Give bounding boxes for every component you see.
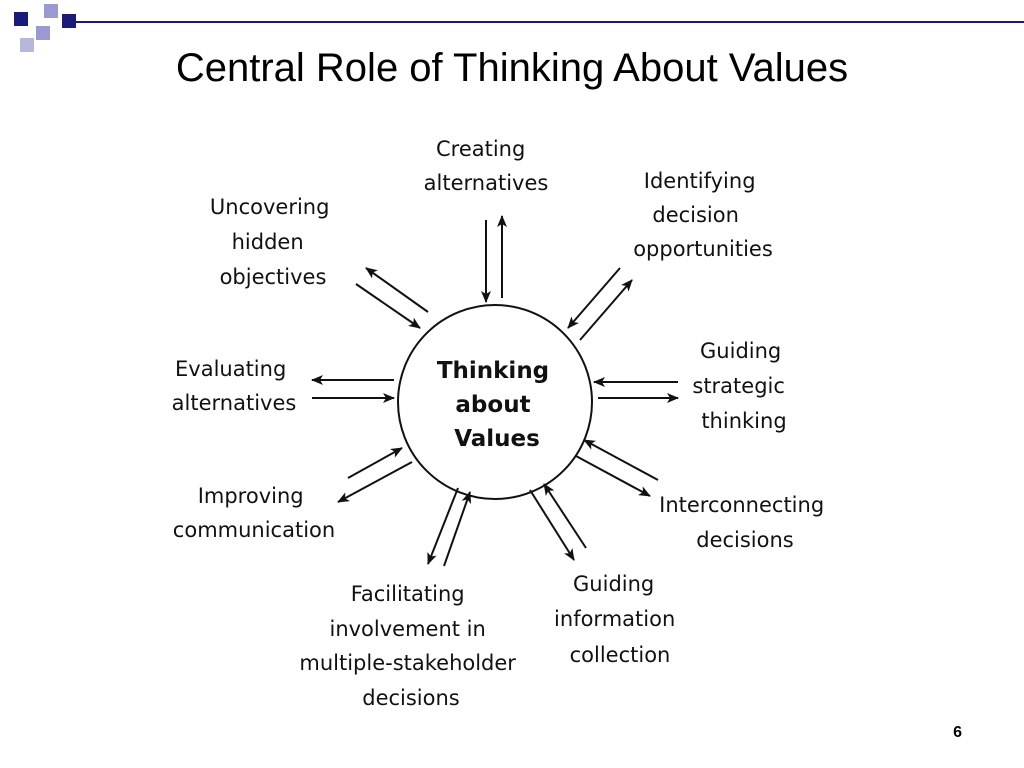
node-improving-communication: Improving communication bbox=[173, 484, 335, 542]
arrow-pair-communication bbox=[337, 447, 413, 503]
arrow-pair-facilitating bbox=[427, 487, 472, 567]
arrow-pair-strategic bbox=[593, 377, 679, 403]
node-interconnecting-decisions: Interconnecting decisions bbox=[659, 493, 831, 552]
center-label-line: Values bbox=[454, 426, 540, 452]
deco-square bbox=[36, 26, 50, 40]
arrow-pair-information bbox=[529, 483, 587, 561]
arrow-inward bbox=[567, 267, 621, 329]
node-guiding-strategic-thinking: Guiding strategic thinking bbox=[692, 339, 791, 433]
center-circle bbox=[397, 304, 593, 500]
node-creating-alternatives: Creating alternatives bbox=[424, 137, 549, 195]
node-evaluating-alternatives: Evaluating alternatives bbox=[172, 357, 297, 415]
arrow-pair-interconnecting bbox=[575, 439, 659, 497]
arrow-inward bbox=[543, 483, 587, 549]
arrow-outward bbox=[529, 489, 575, 561]
header-decoration bbox=[14, 4, 1024, 52]
arrow-pair-identifying bbox=[567, 267, 633, 341]
arrow-outward bbox=[579, 279, 633, 341]
arrow-outward bbox=[575, 455, 651, 497]
node-uncovering-hidden-objectives: Uncovering hidden objectives bbox=[210, 195, 336, 289]
arrow-inward bbox=[347, 447, 403, 479]
slide-title: Central Role of Thinking About Values bbox=[175, 46, 849, 90]
arrow-inward bbox=[583, 439, 659, 481]
deco-square bbox=[62, 14, 76, 28]
center-label-line: Thinking bbox=[437, 358, 549, 384]
node-facilitating-involvement: Facilitating involvement in multiple-sta… bbox=[299, 582, 522, 710]
deco-square bbox=[20, 38, 34, 52]
arrow-inward bbox=[355, 283, 421, 329]
arrow-outward bbox=[427, 487, 459, 565]
deco-square bbox=[14, 12, 28, 26]
page-number: 6 bbox=[953, 724, 962, 741]
deco-square bbox=[44, 4, 58, 18]
svg-text:Thinking about Values: Thinking about Values bbox=[437, 358, 557, 452]
arrow-pair-uncovering bbox=[355, 267, 429, 329]
arrow-inward bbox=[443, 491, 472, 567]
arrow-pair-evaluating bbox=[311, 375, 395, 403]
arrow-outward bbox=[365, 267, 429, 313]
node-guiding-information-collection: Guiding information collection bbox=[554, 572, 682, 667]
node-identifying-decision-opportunities: Identifying decision opportunities bbox=[633, 169, 773, 261]
arrow-outward bbox=[337, 461, 413, 503]
center-label-line: about bbox=[455, 392, 530, 418]
arrow-pair-creating bbox=[481, 215, 507, 303]
